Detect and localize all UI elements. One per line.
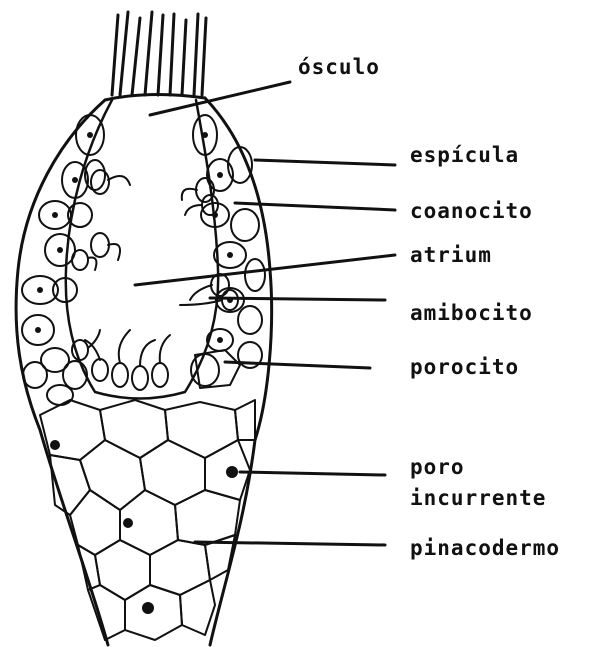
osculum-spicules [112,12,206,95]
label-poro-line2: incurrente [410,486,546,510]
label-amibocito: amibocito [410,301,533,325]
label-espicula: espícula [410,143,519,167]
label-pinacodermo: pinacodermo [410,536,560,560]
label-porocito: porocito [410,355,519,379]
pinacodermo-pointer [195,542,385,545]
right-wall-cells [191,115,265,386]
label-osculo: ósculo [298,55,380,79]
label-coanocito: coanocito [410,199,533,223]
left-wall-cells [22,115,105,405]
amibocito-pointer [210,298,385,300]
coanocito-pointer [235,203,395,210]
pointer-lines [135,82,395,545]
poro-pointer [240,472,385,475]
label-atrium: atrium [410,243,492,267]
label-poro-line1: poro [410,455,465,479]
espicula-pointer [255,160,395,165]
